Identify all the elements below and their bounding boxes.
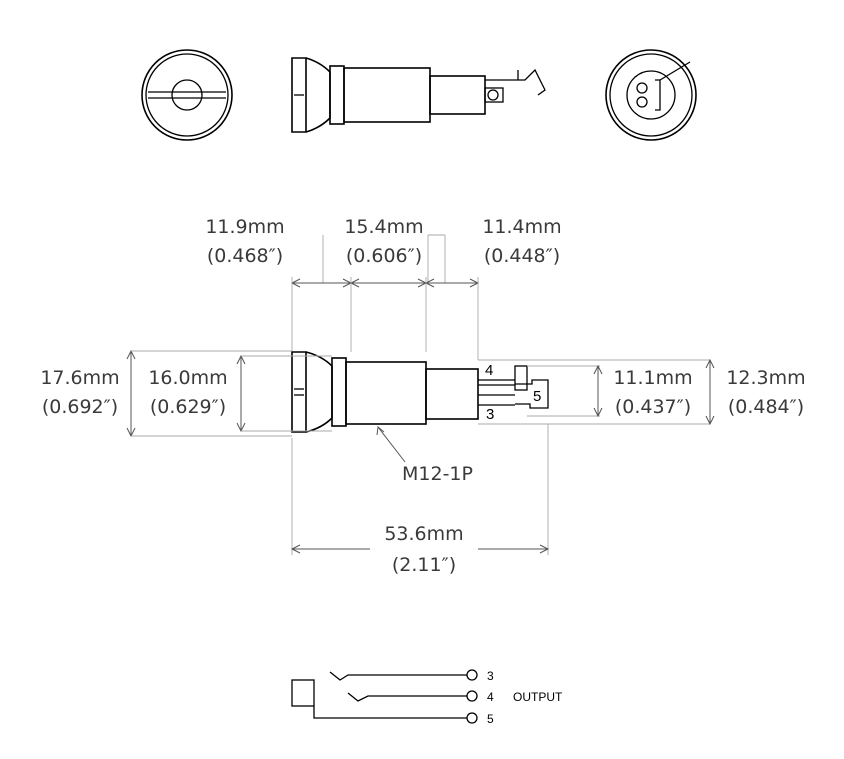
- side-view-main: [291, 351, 549, 433]
- front-view: [141, 49, 233, 141]
- dim-seg1-in: (0.468″): [207, 245, 283, 267]
- schematic-pin-3: 3: [487, 669, 494, 683]
- pin-3-label: 3: [486, 406, 494, 423]
- dim-terminal-height-mm: 11.1mm: [613, 367, 692, 389]
- rear-view: [605, 49, 697, 141]
- dim-seg3-in: (0.448″): [484, 245, 560, 267]
- schematic: 3 4 OUTPUT 5: [291, 669, 563, 726]
- schematic-output-label: OUTPUT: [513, 690, 563, 704]
- dim-inner-height-in: (0.629″): [150, 396, 226, 418]
- thread-callout: M12-1P: [376, 426, 473, 485]
- dim-total-length-in: (2.11″): [392, 554, 456, 576]
- dim-seg2-in: (0.606″): [346, 245, 422, 267]
- schematic-pin-5: 5: [487, 712, 494, 726]
- dim-seg1-mm: 11.9mm: [205, 216, 284, 238]
- dim-seg3-mm: 11.4mm: [482, 216, 561, 238]
- dim-seg2-mm: 15.4mm: [344, 216, 423, 238]
- dimension-left: 17.6mm (0.692″) 16.0mm (0.629″): [40, 349, 332, 438]
- dim-outer-height-in: (0.692″): [42, 396, 118, 418]
- schematic-pin-4: 4: [487, 690, 494, 704]
- dim-terminal-height-in: (0.437″): [615, 396, 691, 418]
- thread-label: M12-1P: [402, 463, 473, 485]
- dimension-total: 53.6mm (2.11″): [290, 424, 550, 576]
- pin-5-label: 5: [533, 388, 541, 405]
- dim-overall-height-mm: 12.3mm: [726, 367, 805, 389]
- dim-inner-height-mm: 16.0mm: [148, 367, 227, 389]
- dim-total-length-mm: 53.6mm: [384, 523, 463, 545]
- dimension-right: 11.1mm (0.437″) 12.3mm (0.484″): [478, 358, 806, 426]
- dimension-top: 11.9mm (0.468″) 15.4mm (0.606″) 11.4mm (…: [205, 216, 562, 360]
- pin-labels: 4 5 3: [485, 362, 541, 423]
- pin-4-label: 4: [485, 362, 493, 379]
- dim-outer-height-mm: 17.6mm: [40, 367, 119, 389]
- side-view-top: [291, 57, 546, 133]
- dim-overall-height-in: (0.484″): [728, 396, 804, 418]
